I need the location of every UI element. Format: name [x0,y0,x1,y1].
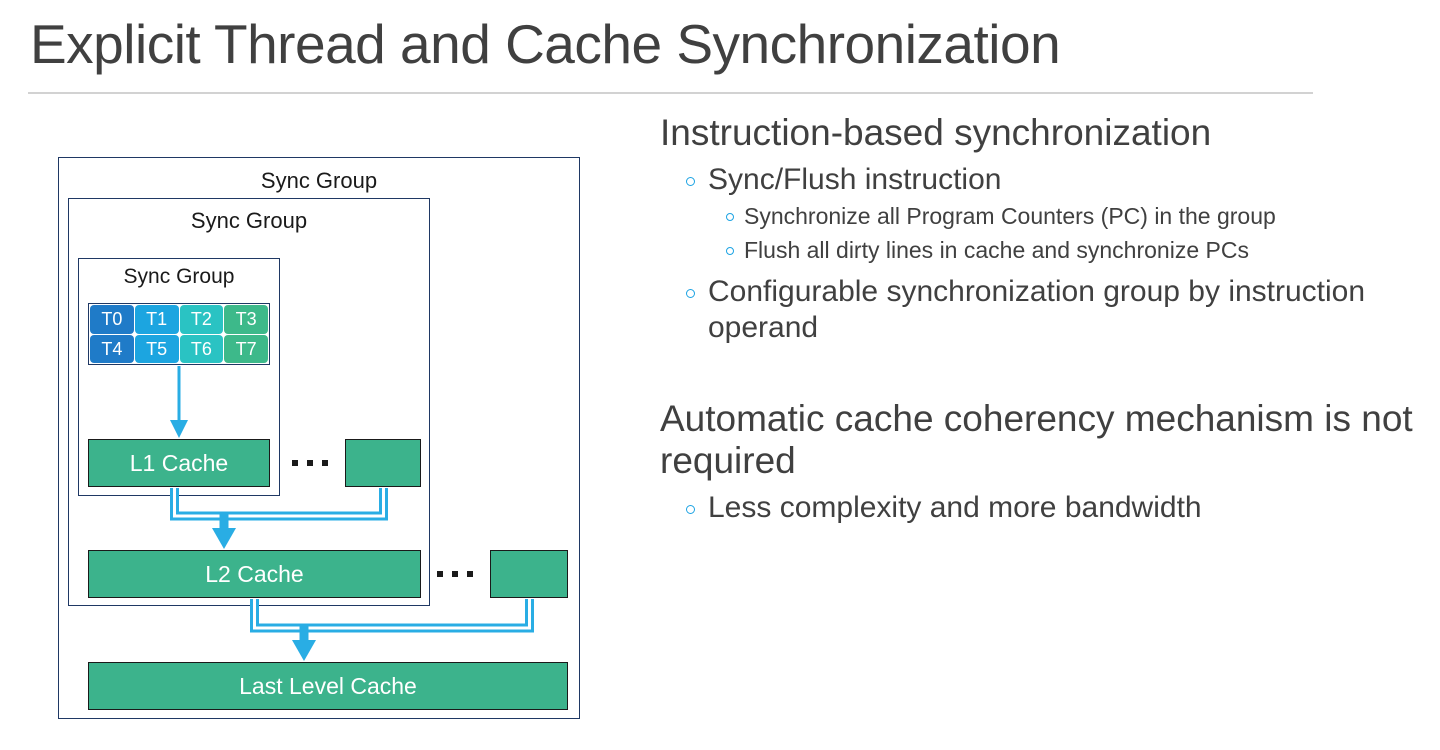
sync-group-middle-label: Sync Group [190,208,308,233]
ellipsis-l2-icon [437,571,473,577]
thread-tile-t2[interactable]: T2 [179,305,224,334]
section-one-heading: Instruction-based synchronization [660,112,1212,153]
thread-tile-t0[interactable]: T0 [90,305,134,334]
section-two-bullets: Less complexity and more bandwidth [660,490,1430,526]
thread-tile-t6[interactable]: T6 [179,334,224,363]
l1-cache-sibling-box [345,439,421,487]
thread-tile-t7[interactable]: T7 [224,334,268,363]
subbullet-synchronize-pcs: Synchronize all Program Counters (PC) in… [708,202,1430,232]
thread-grid: T0 T1 T2 T3 T4 T5 T6 T7 [88,303,270,365]
thread-tile-t1[interactable]: T1 [134,305,179,334]
sync-group-outer-label: Sync Group [260,168,378,193]
thread-tile-t4[interactable]: T4 [90,334,134,363]
bullet-sync-flush-instruction: Sync/Flush instruction Synchronize all P… [660,162,1430,266]
page-title: Explicit Thread and Cache Synchronizatio… [30,13,1061,75]
l1-cache-box: L1 Cache [88,439,270,487]
thread-tile-t3[interactable]: T3 [224,305,268,334]
ellipsis-l1-icon [292,460,328,466]
section-automatic-coherency: Automatic cache coherency mechanism is n… [660,398,1430,526]
title-divider [28,92,1313,94]
section-instruction-based-sync: Instruction-based synchronization Sync/F… [660,112,1430,346]
sync-group-inner-label: Sync Group [123,265,235,288]
bullet-configurable-sync-group: Configurable synchronization group by in… [660,274,1430,346]
thread-tile-t5[interactable]: T5 [134,334,179,363]
section-one-subbullets: Synchronize all Program Counters (PC) in… [708,202,1430,266]
l2-cache-sibling-box [490,550,568,598]
last-level-cache-box: Last Level Cache [88,662,568,710]
section-two-heading: Automatic cache coherency mechanism is n… [660,397,1413,482]
content-column: Instruction-based synchronization Sync/F… [660,112,1430,526]
section-one-bullets: Sync/Flush instruction Synchronize all P… [660,162,1430,346]
bullet-sync-flush-instruction-text: Sync/Flush instruction [708,163,1002,197]
bullet-less-complexity: Less complexity and more bandwidth [660,490,1430,526]
architecture-diagram: Sync Group Sync Group Sync Group T0 T1 T… [0,0,620,750]
subbullet-flush-dirty-lines: Flush all dirty lines in cache and synch… [708,236,1430,266]
l2-cache-box: L2 Cache [88,550,421,598]
